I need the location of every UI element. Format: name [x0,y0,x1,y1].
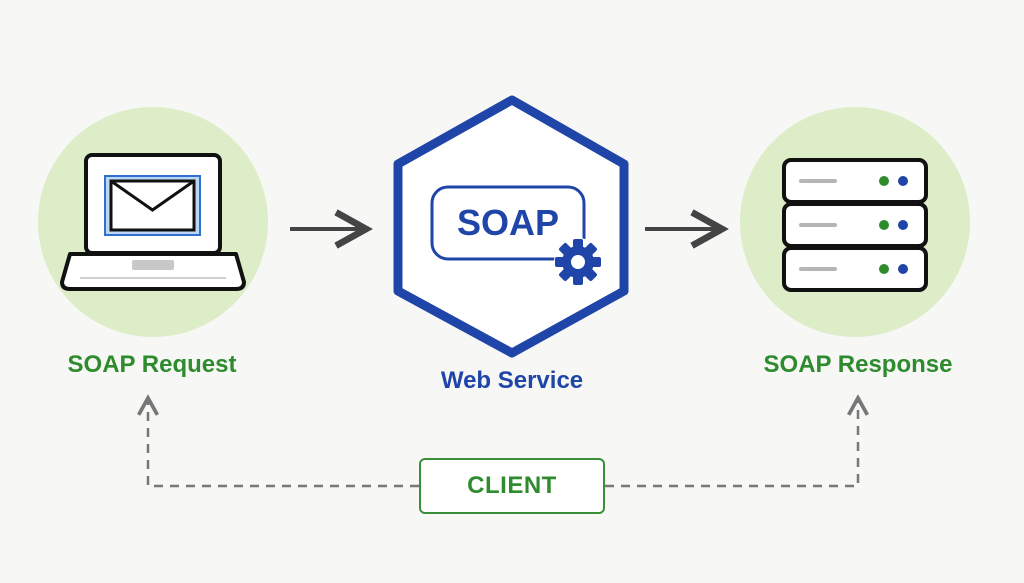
client-label: CLIENT [467,472,557,499]
soap-badge: SOAP [457,202,559,243]
server-rack-icon [740,107,970,337]
laptop-envelope-icon [38,107,268,337]
dashed-connector-right [605,398,858,488]
web-service-node: SOAP [393,95,629,358]
gear-icon [554,238,602,286]
soap-response-label: SOAP Response [763,351,953,378]
client-box: CLIENT [419,458,605,514]
dashed-connector-left [148,398,419,488]
web-service-label: Web Service [440,367,584,394]
soap-request-label: SOAP Request [67,351,237,378]
